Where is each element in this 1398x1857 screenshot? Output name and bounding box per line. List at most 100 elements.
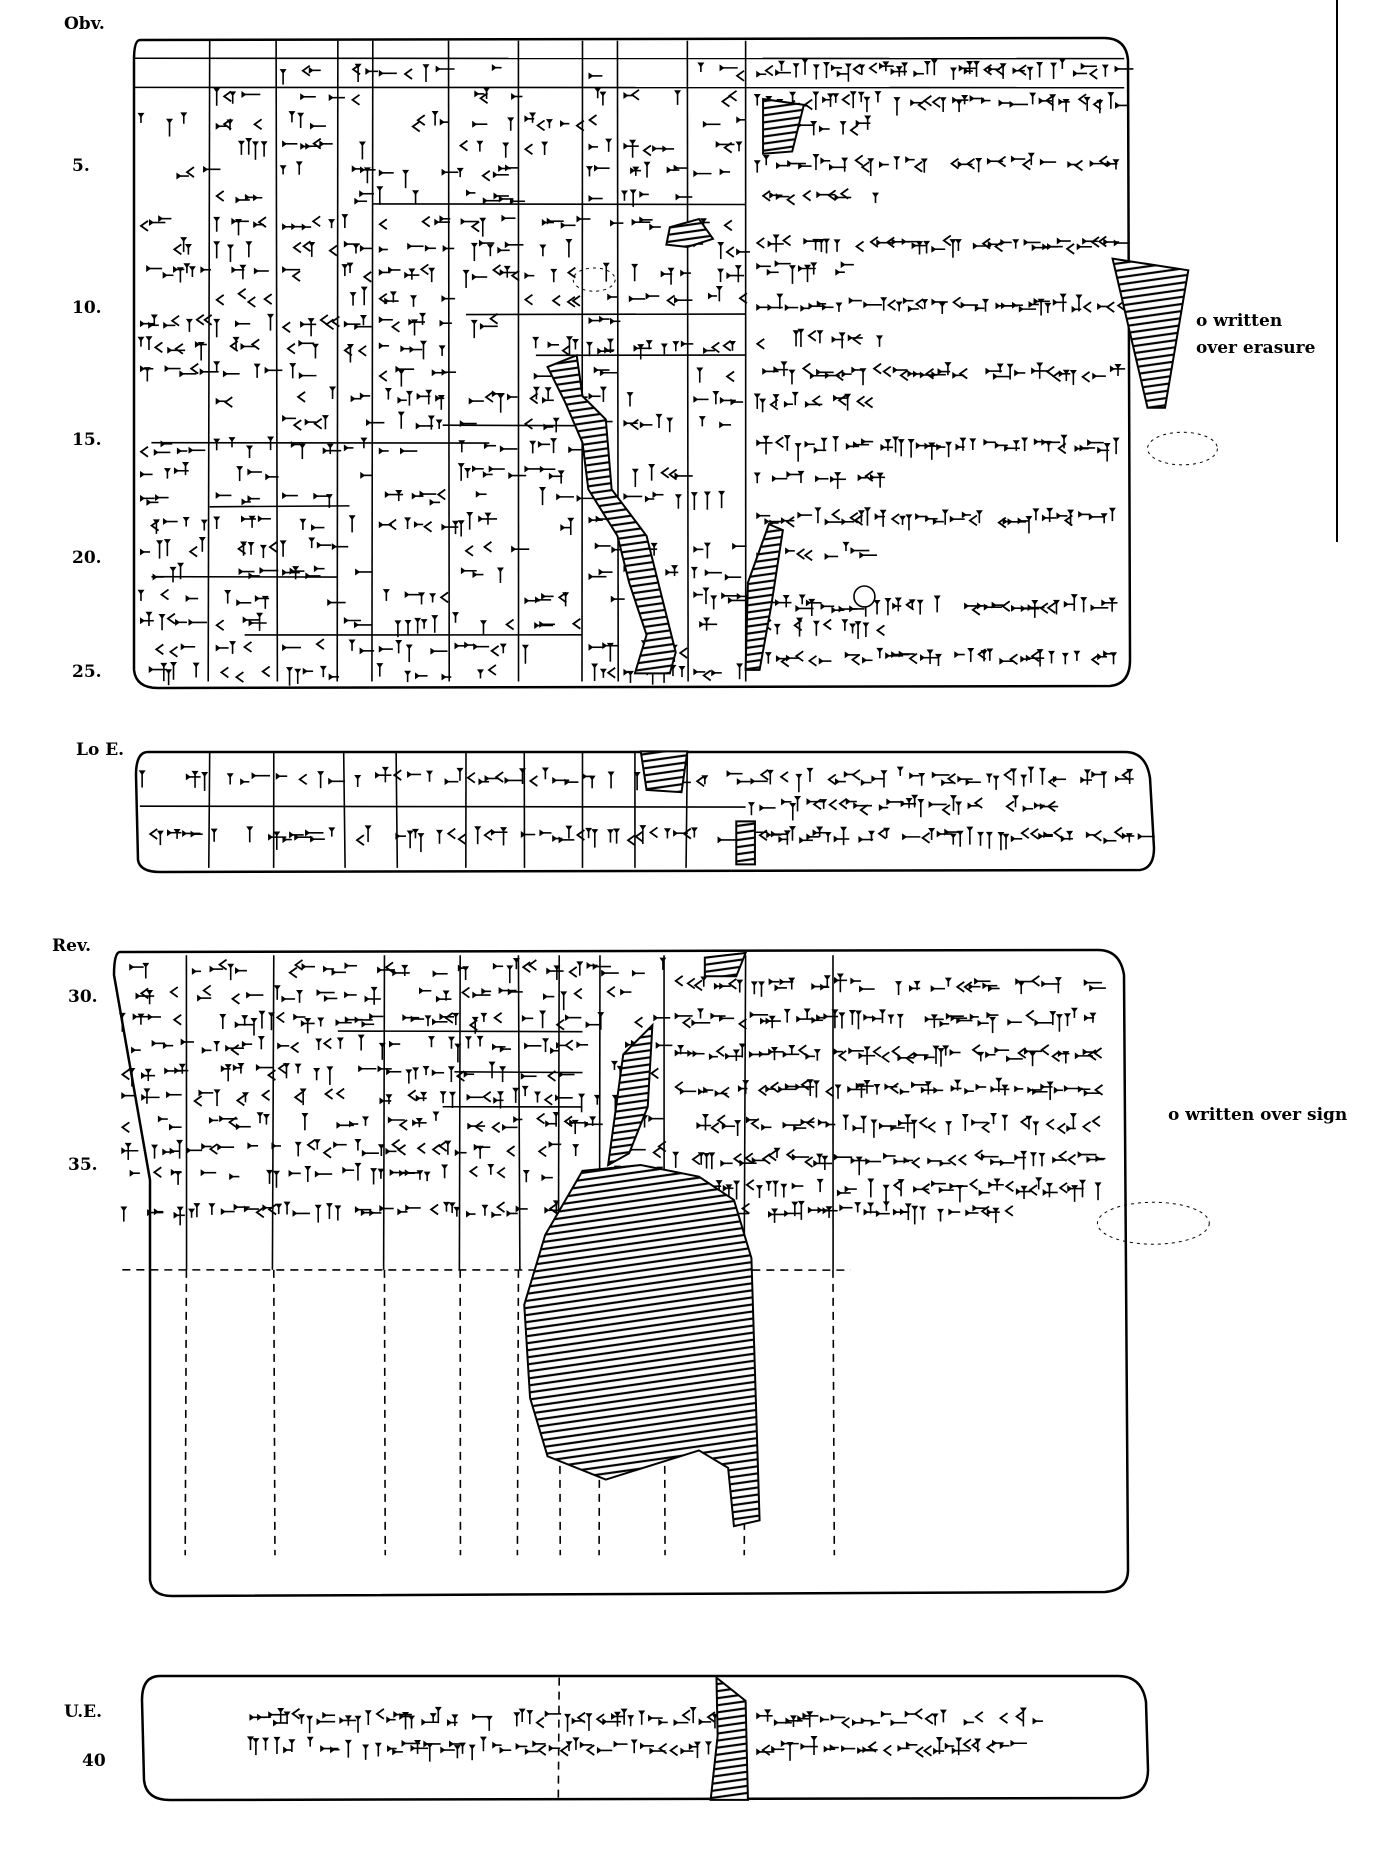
wedge	[602, 262, 610, 282]
wedge	[650, 542, 658, 556]
wedge-head	[213, 216, 221, 222]
wedge	[652, 145, 664, 153]
wedge	[756, 512, 771, 520]
wedge	[810, 262, 818, 275]
winkelhaken	[291, 270, 301, 282]
winkelhaken	[875, 624, 885, 637]
wedge	[236, 599, 252, 607]
wedge	[313, 1067, 321, 1081]
wedge	[292, 566, 300, 580]
wedge	[328, 673, 340, 681]
wedge-head	[328, 219, 336, 225]
wedge	[146, 265, 163, 273]
wedge-head	[1052, 599, 1060, 605]
wedge	[354, 775, 362, 787]
wedge	[541, 396, 554, 404]
wedge	[483, 829, 493, 841]
wedge	[438, 345, 446, 356]
wedge-head	[1027, 604, 1033, 612]
wedge	[491, 64, 502, 72]
wedge-head	[441, 673, 447, 681]
wedge	[215, 619, 225, 631]
wedge-head	[913, 370, 919, 378]
wedge	[411, 319, 419, 336]
wedge	[162, 518, 178, 526]
wedge	[539, 486, 547, 506]
wedge-head	[360, 437, 368, 443]
wedge	[980, 650, 988, 662]
wedge	[544, 387, 552, 400]
wedge	[719, 64, 738, 72]
wedge	[378, 1042, 386, 1060]
winkelhaken	[1090, 653, 1100, 666]
wedge	[427, 415, 435, 430]
wedge	[878, 161, 889, 169]
winkelhaken	[812, 798, 822, 811]
winkelhaken	[803, 549, 813, 562]
wedge-head	[653, 1014, 659, 1022]
wedge	[273, 985, 281, 1000]
wedge	[319, 665, 327, 678]
wedge	[1007, 518, 1027, 526]
wedge	[259, 544, 267, 559]
winkelhaken	[1081, 371, 1091, 383]
wedge	[861, 438, 874, 446]
wedge-head	[299, 1088, 307, 1094]
column-ruling	[271, 955, 275, 1270]
wedge-head	[824, 518, 830, 526]
wedge-head	[762, 435, 770, 441]
wedge	[550, 438, 558, 454]
wedge-head	[402, 1014, 408, 1022]
wedge-head	[862, 656, 868, 664]
winkelhaken	[629, 418, 639, 431]
wedge-head	[137, 112, 145, 118]
wedge	[925, 515, 938, 523]
winkelhaken	[568, 966, 578, 978]
wedge-head	[712, 391, 720, 397]
wedge	[674, 494, 682, 509]
winkelhaken	[1021, 158, 1031, 171]
wedge-head	[314, 1170, 320, 1178]
wedge-head	[378, 521, 384, 529]
winkelhaken	[993, 240, 1004, 253]
wedge-head	[967, 802, 973, 810]
wedge-head	[502, 1123, 508, 1131]
wedge-head	[988, 65, 994, 73]
wedge	[967, 802, 979, 810]
wedge	[545, 119, 553, 129]
wedge	[863, 301, 882, 309]
wedge-head	[788, 369, 796, 375]
wedge	[528, 775, 538, 787]
winkelhaken	[851, 769, 861, 781]
wedge	[588, 643, 605, 651]
column-ruling	[275, 40, 279, 682]
wedge	[928, 442, 936, 460]
wedge-head	[674, 90, 682, 96]
wedge	[845, 442, 860, 450]
wedge	[835, 268, 845, 276]
wedge	[316, 541, 332, 549]
winkelhaken	[575, 119, 585, 132]
wedge-head	[1012, 795, 1020, 801]
wedge	[121, 1147, 139, 1155]
winkelhaken	[246, 296, 256, 308]
wedge-head	[703, 617, 711, 623]
wedge-head	[768, 1015, 776, 1021]
winkelhaken	[899, 369, 909, 382]
wedge	[1034, 1019, 1053, 1027]
wedge	[470, 242, 478, 262]
wedge	[804, 264, 812, 283]
wedge-head	[222, 370, 228, 378]
wedge	[626, 834, 636, 846]
wedge-head	[703, 542, 711, 548]
wedge-head	[902, 297, 908, 305]
wedge	[663, 828, 671, 839]
wedge	[257, 515, 271, 523]
wedge-head	[666, 166, 672, 174]
wedge	[657, 1140, 667, 1153]
wedge	[532, 336, 540, 349]
wedge-head	[369, 1012, 375, 1020]
wedge-head	[1074, 445, 1080, 453]
wedge-head	[693, 591, 699, 599]
